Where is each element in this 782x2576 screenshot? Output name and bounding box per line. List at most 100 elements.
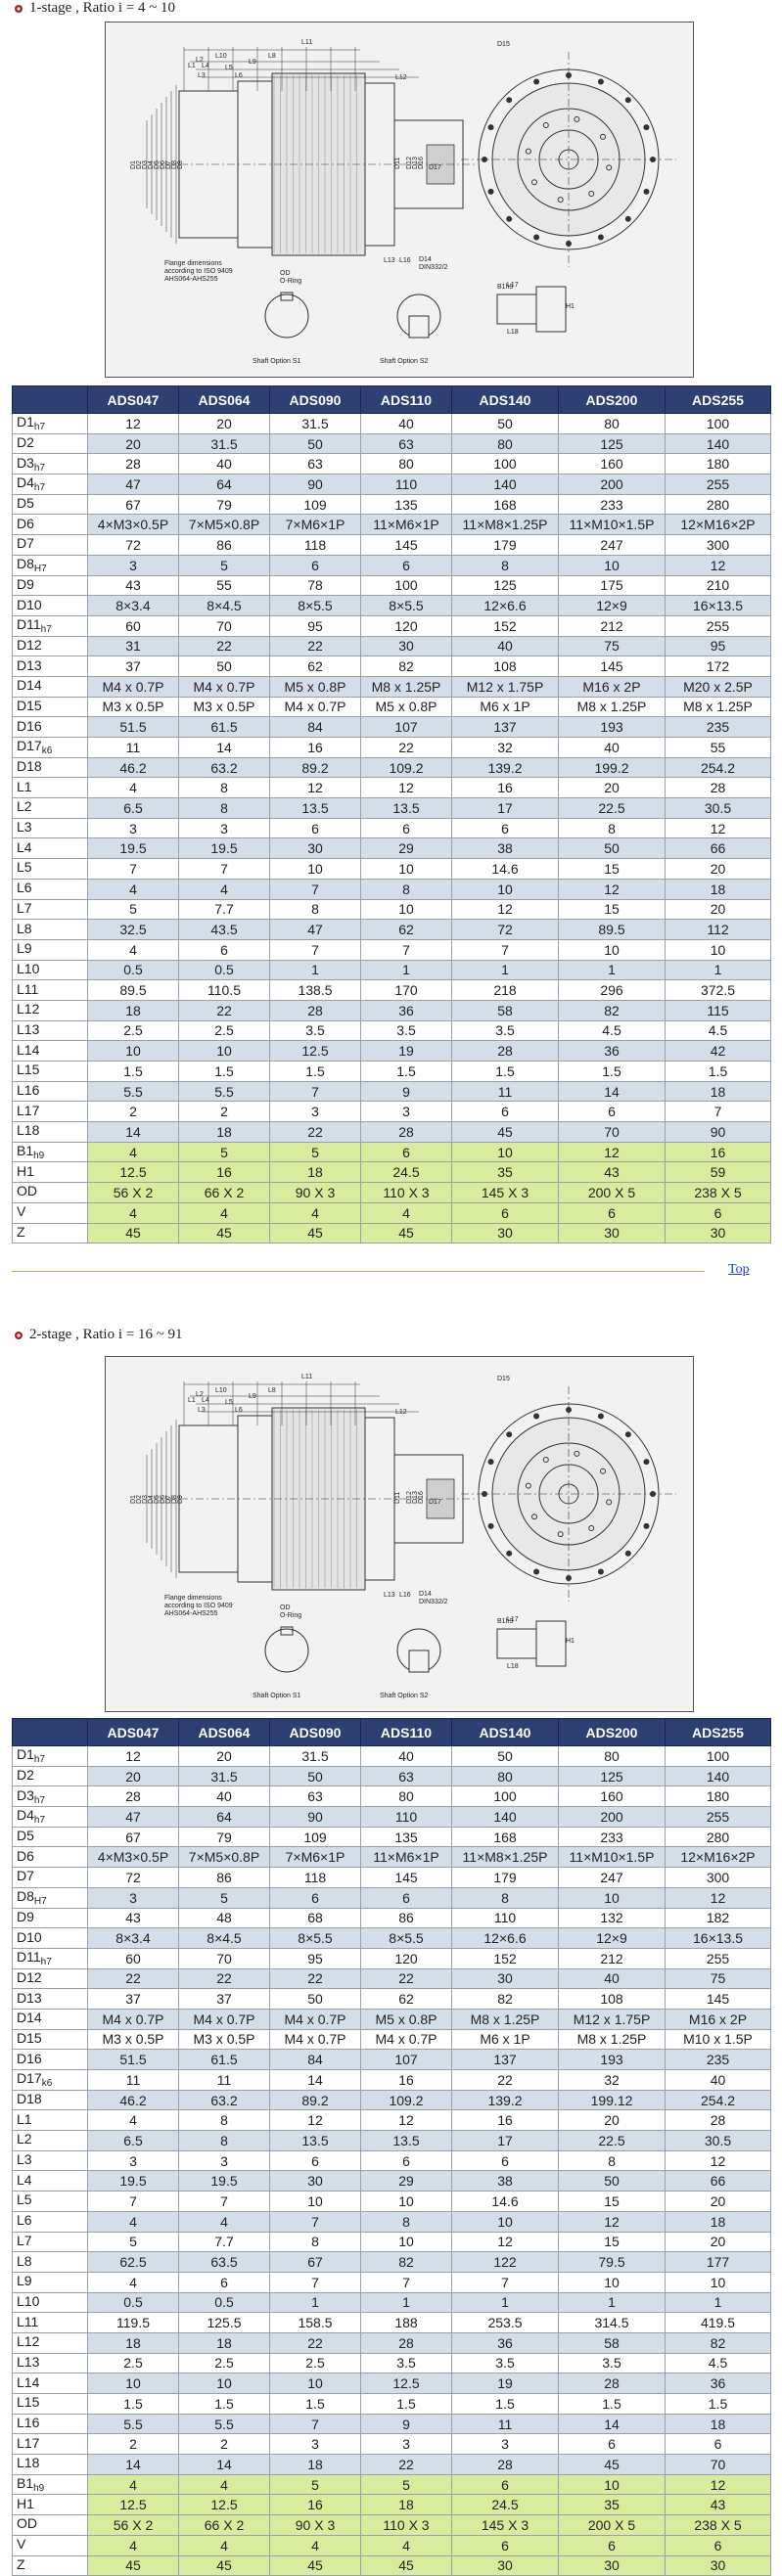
table-cell: 12×9 <box>558 595 666 616</box>
table-cell: 14 <box>87 2454 179 2475</box>
table-cell: 22 <box>269 1121 361 1143</box>
table-cell: 4 <box>269 2534 361 2556</box>
row-label: D2 <box>12 1765 88 1787</box>
table-cell: 20 <box>558 2109 666 2132</box>
table-cell: 1 <box>665 2291 771 2314</box>
table-cell: 31.5 <box>269 413 361 434</box>
table-cell: 3.5 <box>360 2352 452 2374</box>
table-cell: 145 <box>360 1867 452 1888</box>
table-cell: 1.5 <box>451 1061 559 1082</box>
table-cell: 109.2 <box>360 756 452 779</box>
row-label: D11h7 <box>12 614 88 637</box>
table-cell: 80 <box>360 1785 452 1808</box>
table-cell: 89.2 <box>269 2089 361 2111</box>
table-cell: 30.5 <box>665 2130 771 2151</box>
table-cell: 12×M16×2P <box>665 1846 771 1869</box>
table-cell: 12 <box>451 2231 559 2253</box>
row-label: D12 <box>12 635 88 657</box>
row-label: L10 <box>12 959 88 981</box>
table-cell: 135 <box>360 1826 452 1848</box>
table-cell: 7 <box>360 938 452 961</box>
table-cell: 86 <box>178 1867 270 1888</box>
table-cell: 14 <box>87 1121 179 1143</box>
row-label-text: L11 <box>17 2313 39 2329</box>
top-link[interactable]: Top <box>728 1262 750 1277</box>
table-cell: 72 <box>87 534 179 556</box>
table-cell: 14 <box>269 2069 361 2091</box>
table-cell: 75 <box>665 1967 771 1990</box>
table-cell: 3 <box>269 1101 361 1123</box>
table-cell: 18 <box>269 1161 361 1184</box>
row-label: OD <box>12 2514 88 2536</box>
table-cell: 1.5 <box>360 2393 452 2415</box>
drawing-note: DIN332/2 <box>419 1599 448 1605</box>
table-cell: 100 <box>665 413 771 434</box>
table-cell: 12 <box>665 817 771 839</box>
dimension-label: L1 <box>188 1397 196 1404</box>
row-label-text: Z <box>17 1223 25 1240</box>
table-cell: 145 <box>558 655 666 677</box>
row-label: L9 <box>12 938 88 961</box>
table-cell: 30 <box>451 1967 559 1990</box>
dimension-label: D1 <box>130 160 137 169</box>
table-cell: M10 x 1.5P <box>665 2028 771 2051</box>
table-cell: 19.5 <box>178 837 270 860</box>
table-cell: 145 X 3 <box>451 1182 559 1203</box>
table-cell: 55 <box>178 574 270 597</box>
table-cell: 2.5 <box>178 2352 270 2374</box>
row-label: L9 <box>12 2271 88 2293</box>
table-cell: 16 <box>269 737 361 758</box>
row-label-text: D2 <box>17 434 34 451</box>
table-cell: 13.5 <box>360 2130 452 2151</box>
table-cell: 1.5 <box>558 1061 666 1082</box>
table-cell: 70 <box>665 2454 771 2475</box>
table-cell: M4 x 0.7P <box>87 675 179 698</box>
table-cell: 24.5 <box>451 2494 559 2516</box>
dimension-label: L11 <box>301 1374 312 1380</box>
row-label-text: L16 <box>17 1082 40 1099</box>
column-header: ADS255 <box>665 385 771 414</box>
table-cell: 110 <box>360 474 452 495</box>
table-cell: 8 <box>269 898 361 921</box>
table-cell: 61.5 <box>178 2049 270 2070</box>
row-label-text: L3 <box>17 2151 32 2168</box>
row-label-tolerance: h7 <box>33 1815 46 1827</box>
table-cell: M4 x 0.7P <box>269 696 361 718</box>
table-cell: 37 <box>87 1988 179 2010</box>
table-cell: 55 <box>665 737 771 758</box>
table-cell: 12 <box>665 2473 771 2496</box>
table-cell: 66 X 2 <box>178 1182 270 1203</box>
table-cell: 15 <box>558 858 666 880</box>
table-cell: M4 x 0.7P <box>87 2008 179 2030</box>
table-cell: 22.5 <box>558 2130 666 2151</box>
table-cell: 59 <box>665 1161 771 1184</box>
table-cell: 35 <box>451 1161 559 1184</box>
table-cell: 11×M8×1.25P <box>451 514 559 536</box>
table-cell: 75 <box>558 635 666 657</box>
table-cell: 51.5 <box>87 2049 179 2070</box>
dimension-label: L8 <box>268 53 276 60</box>
section-heading-text: 2-stage , Ratio i = 16 ~ 91 <box>29 1327 183 1342</box>
table-cell: 45 <box>269 2554 361 2576</box>
table-cell: 8 <box>558 2149 666 2172</box>
table-cell: 18 <box>360 2494 452 2516</box>
table-cell: 2 <box>87 2433 179 2456</box>
row-label-text: L13 <box>17 1020 40 1037</box>
row-label: L2 <box>12 2130 88 2151</box>
table-cell: 6 <box>451 2473 559 2496</box>
table-cell: 3.5 <box>451 2352 559 2374</box>
